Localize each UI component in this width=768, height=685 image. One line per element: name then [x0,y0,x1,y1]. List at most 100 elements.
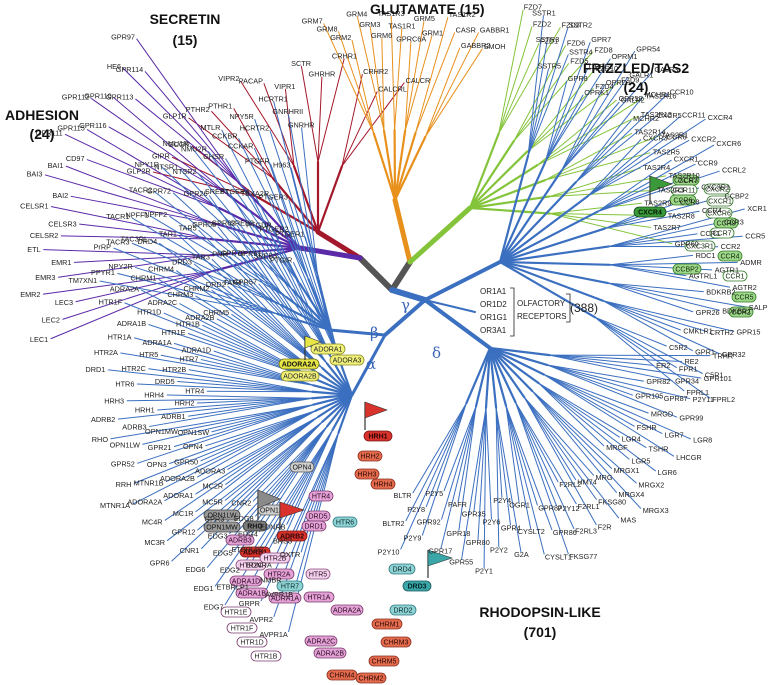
structure-flag-yellow [304,335,322,349]
tree-branch-rhodopsin [498,245,610,264]
tree-branch-rhodopsin [120,352,314,386]
leaf-label-rhodopsin: GRPR [239,599,260,608]
tree-branch-frizzled [548,189,655,198]
tree-branch-rhodopsin [227,285,323,369]
leaf-label-rhodopsin: NPY5R [229,112,253,121]
leaf-label-rhodopsin: CCR6 [667,132,687,141]
leaf-label-adhesion: EMR1 [51,258,71,267]
leaf-label-glutamate: GRM1 [422,28,443,37]
highlight-pill [236,636,268,648]
leaf-label-rhodopsin: GHSR [203,152,224,161]
tree-branch-adhesion [209,246,302,257]
tree-branch-rhodopsin [607,282,720,311]
tree-branch-rhodopsin [328,328,387,337]
tree-branch-rhodopsin [250,193,334,361]
tree-branch-rhodopsin [136,383,313,393]
leaf-label-rhodopsin: PPYR1 [91,268,115,277]
highlight-pill [304,635,338,647]
highlight-pill-label: CCR9 [716,221,735,228]
leaf-label-rhodopsin: HTR6 [115,379,134,388]
tree-branch-frizzled [498,26,533,134]
tree-branch-glutamate [338,31,375,134]
tree-branch-rhodopsin [383,298,427,337]
leaf-label-rhodopsin: OPRM1 [612,52,638,61]
tree-branch-rhodopsin [188,397,313,417]
tree-branch-secretin [300,65,319,163]
highlight-pill-label: CXCR6 [707,211,731,218]
leaf-label-rhodopsin: P2Y5 [425,489,443,498]
tree-branch-rhodopsin [425,402,467,508]
olfactory-bracket-right [566,293,571,323]
leaf-label-rhodopsin: LGR6 [658,468,677,477]
tree-branch-rhodopsin [484,346,492,409]
leaf-label-rhodopsin: SREB3 [253,252,277,261]
highlight-pill [203,521,241,533]
highlight-pill-label: CCR7 [712,231,731,238]
tree-branch-rhodopsin [609,264,731,288]
tree-branch-rhodopsin [560,71,653,172]
leaf-label-adhesion: EMR2 [20,290,40,299]
leaf-label-rhodopsin: HTR1D [137,308,161,317]
leaf-label-frizzled: FZD6 [567,39,585,48]
leaf-label-rhodopsin: CCBP2 [725,192,749,201]
tree-branch-rhodopsin [602,300,720,354]
tree-branch-glutamate [424,47,461,138]
tree-branch-rhodopsin [543,373,635,427]
tree-branch-rhodopsin [515,401,559,483]
tree-branch-rhodopsin [200,410,316,462]
leaf-label-rhodopsin: EDG2 [220,566,240,575]
leaf-label-rhodopsin: ADRA2C [148,298,178,307]
leaf-label-rhodopsin: P2Y10 [378,547,400,556]
tree-branch-rhodopsin [189,145,301,285]
structure-flag-red [279,501,305,519]
highlight-pill [354,468,380,480]
tree-branch-rhodopsin [498,154,530,264]
leaf-label-secretin: VIPR1 [274,82,295,91]
leaf-label-rhodopsin: CNR2 [231,499,251,508]
tree-branch-glutamate [351,40,375,134]
tree-branch-rhodopsin [498,260,610,285]
leaf-label-rhodopsin: MTNR1A [100,501,130,510]
tree-branch-rhodopsin [196,397,313,404]
leaf-label-frizzled: FZD4 [595,82,613,91]
tree-branch-adhesion [144,71,239,183]
tree-branch-rhodopsin [225,158,301,285]
leaf-label-rhodopsin: ADMR [740,258,762,267]
tree-branch-adhesion [86,129,220,209]
leaf-label-rhodopsin: OPN1MW [145,427,178,436]
leaf-label-rhodopsin: ADRA1D [182,346,212,355]
leaf-label-rhodopsin: CXCR6 [716,139,741,148]
tree-branch-rhodopsin [602,300,735,332]
highlight-pill-label: HRH4 [373,482,392,489]
tree-branch-rhodopsin [498,260,612,266]
tree-branch-rhodopsin [211,258,323,369]
leaf-label-secretin: PACAP [239,76,263,85]
highlight-pill [672,263,702,275]
tree-branch-rhodopsin [488,346,551,357]
leaf-label-rhodopsin: CYSLT2 [518,527,545,536]
tree-branch-rhodopsin [225,421,323,518]
tree-branch-rhodopsin [262,255,334,361]
tree-branch-rhodopsin [608,221,722,247]
structure-flag-teal [427,549,453,567]
tree-branch-rhodopsin [505,405,553,531]
trunk-branch [389,259,413,293]
leaf-label-rhodopsin: EDG4 [238,529,258,538]
tree-branch-secretin [271,177,320,234]
olfactory-item: OR1D2 [480,300,507,309]
highlight-pill [388,563,416,575]
leaf-label-rhodopsin: H963 [273,161,290,170]
leaf-label-rhodopsin: GPR58 [192,220,216,229]
leaf-label-rhodopsin: DRD5 [155,377,175,386]
tree-branch-rhodopsin [180,404,314,432]
tree-branch-rhodopsin [495,407,511,526]
tree-branch-glutamate [393,129,407,202]
leaf-label-rhodopsin: SALPR [749,303,768,312]
leaf-label-rhodopsin: BLTR2 [382,519,404,528]
tree-branch-adhesion [136,38,239,183]
leaf-label-rhodopsin: HRH1 [135,406,155,415]
highlight-pill-label: CCR2 [731,310,750,317]
tree-branch-rhodopsin [158,279,319,374]
tree-branch-rhodopsin [126,397,313,402]
leaf-label-rhodopsin: ADORA2B [160,474,195,483]
